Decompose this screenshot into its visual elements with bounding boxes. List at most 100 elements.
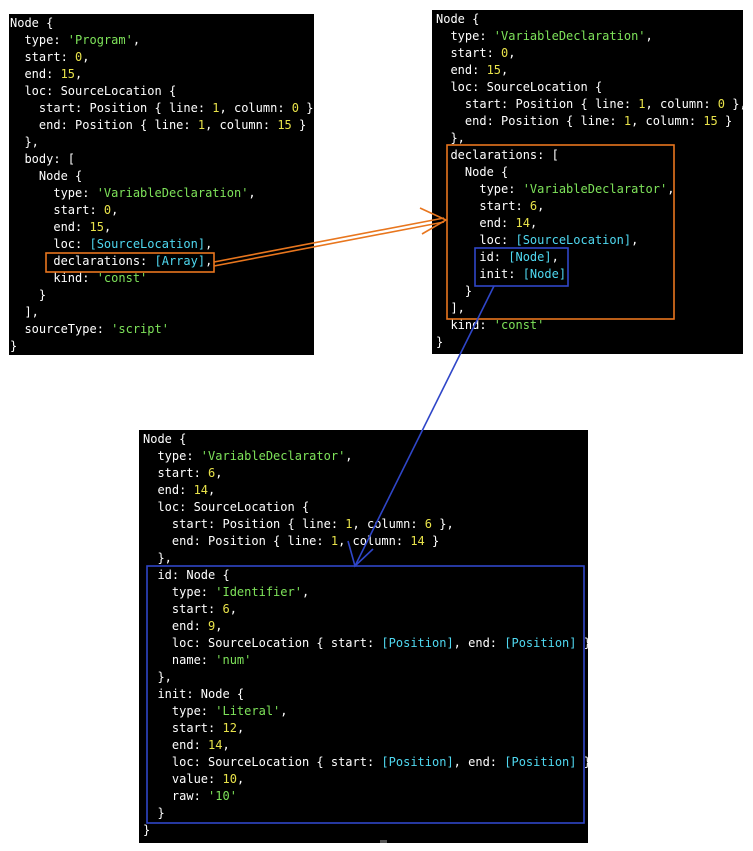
code-line: } [436,334,743,351]
code-line: type: 'Program', [10,32,314,49]
code-line: ], [10,304,314,321]
code-token-ref: [SourceLocation] [89,237,206,251]
code-token: Node { [436,165,509,179]
code-line: } [10,287,314,304]
code-line: Node { [143,431,588,448]
code-token: , [508,46,516,60]
code-token-ref: [Position] [504,636,577,650]
program-node-panel: Node { type: 'Program', start: 0, end: 1… [9,14,321,355]
code-token-num: 15 [89,220,104,234]
code-token-num: 1 [638,97,646,111]
code-token: declarations: [ [436,148,559,162]
code-token: , [215,466,223,480]
code-token-num: 15 [277,118,292,132]
code-token-num: 12 [222,721,237,735]
code-token: , end: [453,636,505,650]
code-line: end: 14, [143,482,588,499]
code-token: start: Position { line: [10,101,213,115]
code-token-num: 10 [222,772,237,786]
code-token: Node { [143,432,187,446]
code-token: , column: [338,534,411,548]
code-token-num: 14 [515,216,530,230]
code-token-num: 14 [208,738,223,752]
code-token: loc: SourceLocation { [143,500,310,514]
code-token-num: 0 [75,50,83,64]
code-token: type: [143,704,216,718]
code-line: Node { [436,164,743,181]
code-token: loc: SourceLocation { [436,80,603,94]
code-token: Node { [436,12,480,26]
code-token-ref: [Node] [508,250,552,264]
code-line: start: Position { line: 1, column: 0 }, [436,96,747,113]
text-cursor-mark [380,840,387,843]
code-line: type: 'Identifier', [143,584,588,601]
code-line: loc: SourceLocation { [143,499,588,516]
code-line: end: 15, [10,66,314,83]
code-token-str: 'Literal' [215,704,281,718]
code-line: loc: SourceLocation { [10,83,314,100]
code-line: end: 9, [143,618,588,635]
code-line: start: Position { line: 1, column: 6 }, [143,516,588,533]
code-token-str: 'const' [493,318,545,332]
code-line: id: [Node], [436,249,743,266]
program-node-code: Node { type: 'Program', start: 0, end: 1… [10,15,321,355]
code-token: type: [10,186,97,200]
code-line: kind: 'const' [436,317,743,334]
code-token: start: [143,721,223,735]
code-token: , column: [219,101,292,115]
code-token-num: 14 [193,483,209,497]
code-token-str: 'VariableDeclarator' [522,182,668,196]
code-token-num: 6 [424,517,433,531]
code-token: start: [143,466,209,480]
code-line: start: Position { line: 1, column: 0 }, [10,100,321,117]
code-token-ref: [Position] [504,755,577,769]
code-line: declarations: [Array], [10,253,314,270]
code-token: kind: [10,271,97,285]
code-token: , column: [645,97,718,111]
code-token: }, [725,97,747,111]
code-token: }, [432,517,454,531]
code-token: , [645,29,653,43]
code-token: } [143,823,151,837]
code-line: declarations: [ [436,147,743,164]
code-token: start: [436,199,530,213]
code-line: }, [143,669,588,686]
code-line: end: 15, [10,219,314,236]
code-line: type: 'VariableDeclaration', [10,185,314,202]
code-token: end: [436,216,516,230]
code-line: end: Position { line: 1, column: 14 } [143,533,588,550]
code-token: start: Position { line: [436,97,639,111]
code-token: id: [436,250,509,264]
code-line: start: 0, [10,202,314,219]
code-token: } [436,335,444,349]
code-token-num: 14 [410,534,425,548]
code-token: kind: [436,318,494,332]
code-token: , [222,738,230,752]
code-token: end: [143,738,209,752]
code-line: sourceType: 'script' [10,321,314,338]
code-token: }, [436,131,465,145]
code-token: ], [436,301,465,315]
code-token: end: [143,619,209,633]
code-line: loc: [SourceLocation], [436,232,743,249]
code-token: }, [576,755,599,769]
code-line: init: [Node] [436,266,743,283]
code-token: , column: [631,114,704,128]
code-token: }, [576,636,599,650]
code-token: value: [143,772,223,786]
code-token-num: 1 [212,101,220,115]
code-token-ref: [Array] [154,254,206,268]
code-token-str: 'script' [111,322,169,336]
code-line: start: 6, [436,198,743,215]
code-token: init: [436,267,523,281]
code-token: raw: [143,789,209,803]
code-token-num: 1 [330,534,339,548]
code-token: }, [143,551,172,565]
code-token: end: Position { line: [10,118,198,132]
code-line: Node { [10,168,314,185]
code-token: end: Position { line: [143,534,331,548]
code-line: end: Position { line: 1, column: 15 } [436,113,743,130]
code-line: } [143,805,588,822]
code-token-num: 0 [501,46,509,60]
code-token: loc: SourceLocation { start: [143,636,382,650]
